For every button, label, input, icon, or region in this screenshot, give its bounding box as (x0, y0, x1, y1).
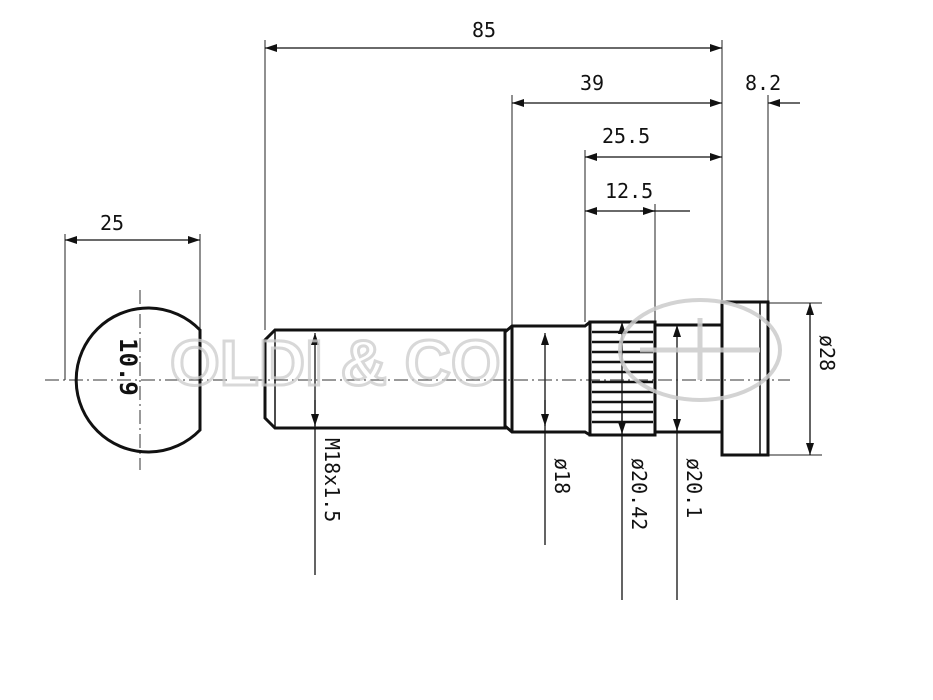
label-20-1: ø20.1 (682, 458, 706, 518)
label-25-5: 25.5 (602, 124, 650, 148)
knurl-pattern (592, 330, 653, 424)
watermark-logo: OLDI & CO (169, 298, 782, 402)
bolt-side-view (263, 300, 770, 457)
label-28: ø28 (815, 335, 839, 371)
label-8-2: 8.2 (745, 71, 781, 95)
neck-section (504, 320, 591, 437)
label-grade: 10.9 (114, 338, 142, 396)
label-25: 25 (100, 211, 124, 235)
label-85: 85 (472, 18, 496, 42)
dimension-lines (65, 44, 814, 600)
svg-text:OLDI & CO: OLDI & CO (170, 327, 501, 399)
head-section (720, 300, 770, 457)
label-39: 39 (580, 71, 604, 95)
body-section (655, 323, 722, 434)
end-view-profile (74, 306, 202, 454)
label-thread: M18x1.5 (320, 438, 344, 522)
label-20-42: ø20.42 (627, 458, 651, 530)
label-12-5: 12.5 (605, 179, 653, 203)
label-18: ø18 (550, 458, 574, 494)
knurl-section (588, 320, 657, 437)
